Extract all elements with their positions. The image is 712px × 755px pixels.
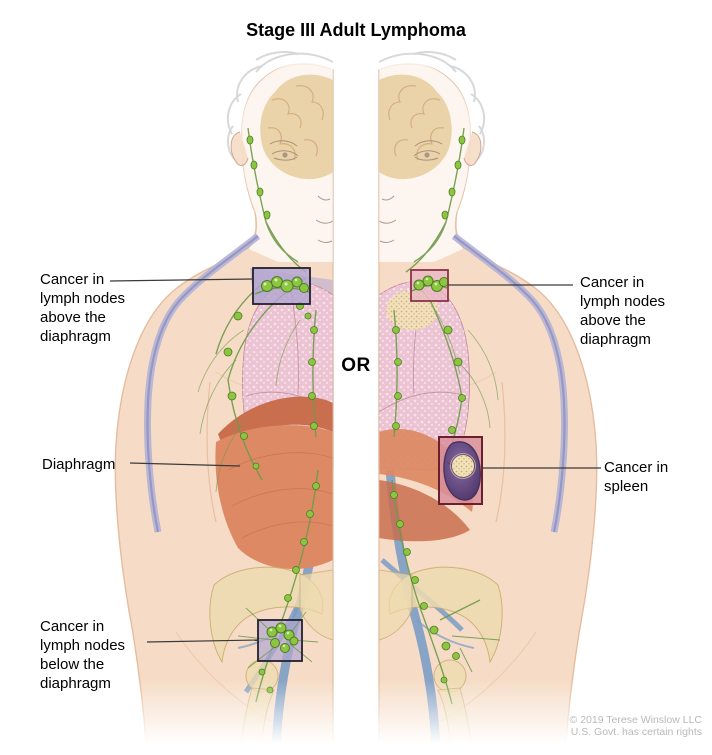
figure-right bbox=[378, 51, 598, 755]
spleen-tumor-dots bbox=[452, 455, 474, 477]
copyright-notice: © 2019 Terese Winslow LLC U.S. Govt. has… bbox=[570, 714, 702, 738]
label-lymph-above-right: Cancer in lymph nodes above the diaphrag… bbox=[580, 274, 666, 348]
ear-right bbox=[463, 131, 482, 166]
face-features-right bbox=[378, 140, 443, 243]
liver-striation-left bbox=[227, 452, 334, 539]
face-features-left bbox=[269, 140, 334, 243]
leader-lymph-below-left bbox=[146, 639, 259, 643]
copyright-line1: © 2019 Terese Winslow LLC bbox=[569, 714, 702, 726]
figure-left bbox=[114, 51, 334, 755]
label-cancer-spleen: Cancer in spleen bbox=[604, 459, 669, 495]
highlight-lymph-below-left bbox=[237, 607, 319, 669]
highlight-lymph-above-right bbox=[410, 269, 449, 302]
highlight-lymph-above-left bbox=[252, 267, 311, 305]
leader-lines bbox=[109, 278, 601, 643]
lymph-chains-left bbox=[197, 127, 320, 703]
copyright-line2: U.S. Govt. has certain rights bbox=[570, 726, 702, 738]
leader-lymph-above-left bbox=[109, 278, 254, 282]
or-connector: OR bbox=[341, 355, 371, 376]
label-diaphragm: Diaphragm bbox=[42, 456, 116, 473]
diaphragm-dome-left bbox=[218, 396, 333, 450]
leader-diaphragm bbox=[129, 462, 241, 467]
bottom-fade bbox=[0, 680, 712, 755]
brain-sulci-right bbox=[388, 85, 445, 161]
highlight-cancer-spleen bbox=[438, 436, 483, 505]
brain-left bbox=[260, 74, 333, 180]
ear-left bbox=[230, 131, 249, 166]
liver-left bbox=[215, 425, 333, 570]
label-lymph-below-left: Cancer in lymph nodes below the diaphrag… bbox=[40, 618, 126, 692]
hair-left bbox=[226, 51, 334, 163]
brain-sulci-left bbox=[267, 85, 324, 161]
label-lymph-above-left: Cancer in lymph nodes above the diaphrag… bbox=[40, 271, 126, 345]
page-title: Stage III Adult Lymphoma bbox=[246, 20, 466, 40]
brain-right bbox=[379, 74, 452, 180]
